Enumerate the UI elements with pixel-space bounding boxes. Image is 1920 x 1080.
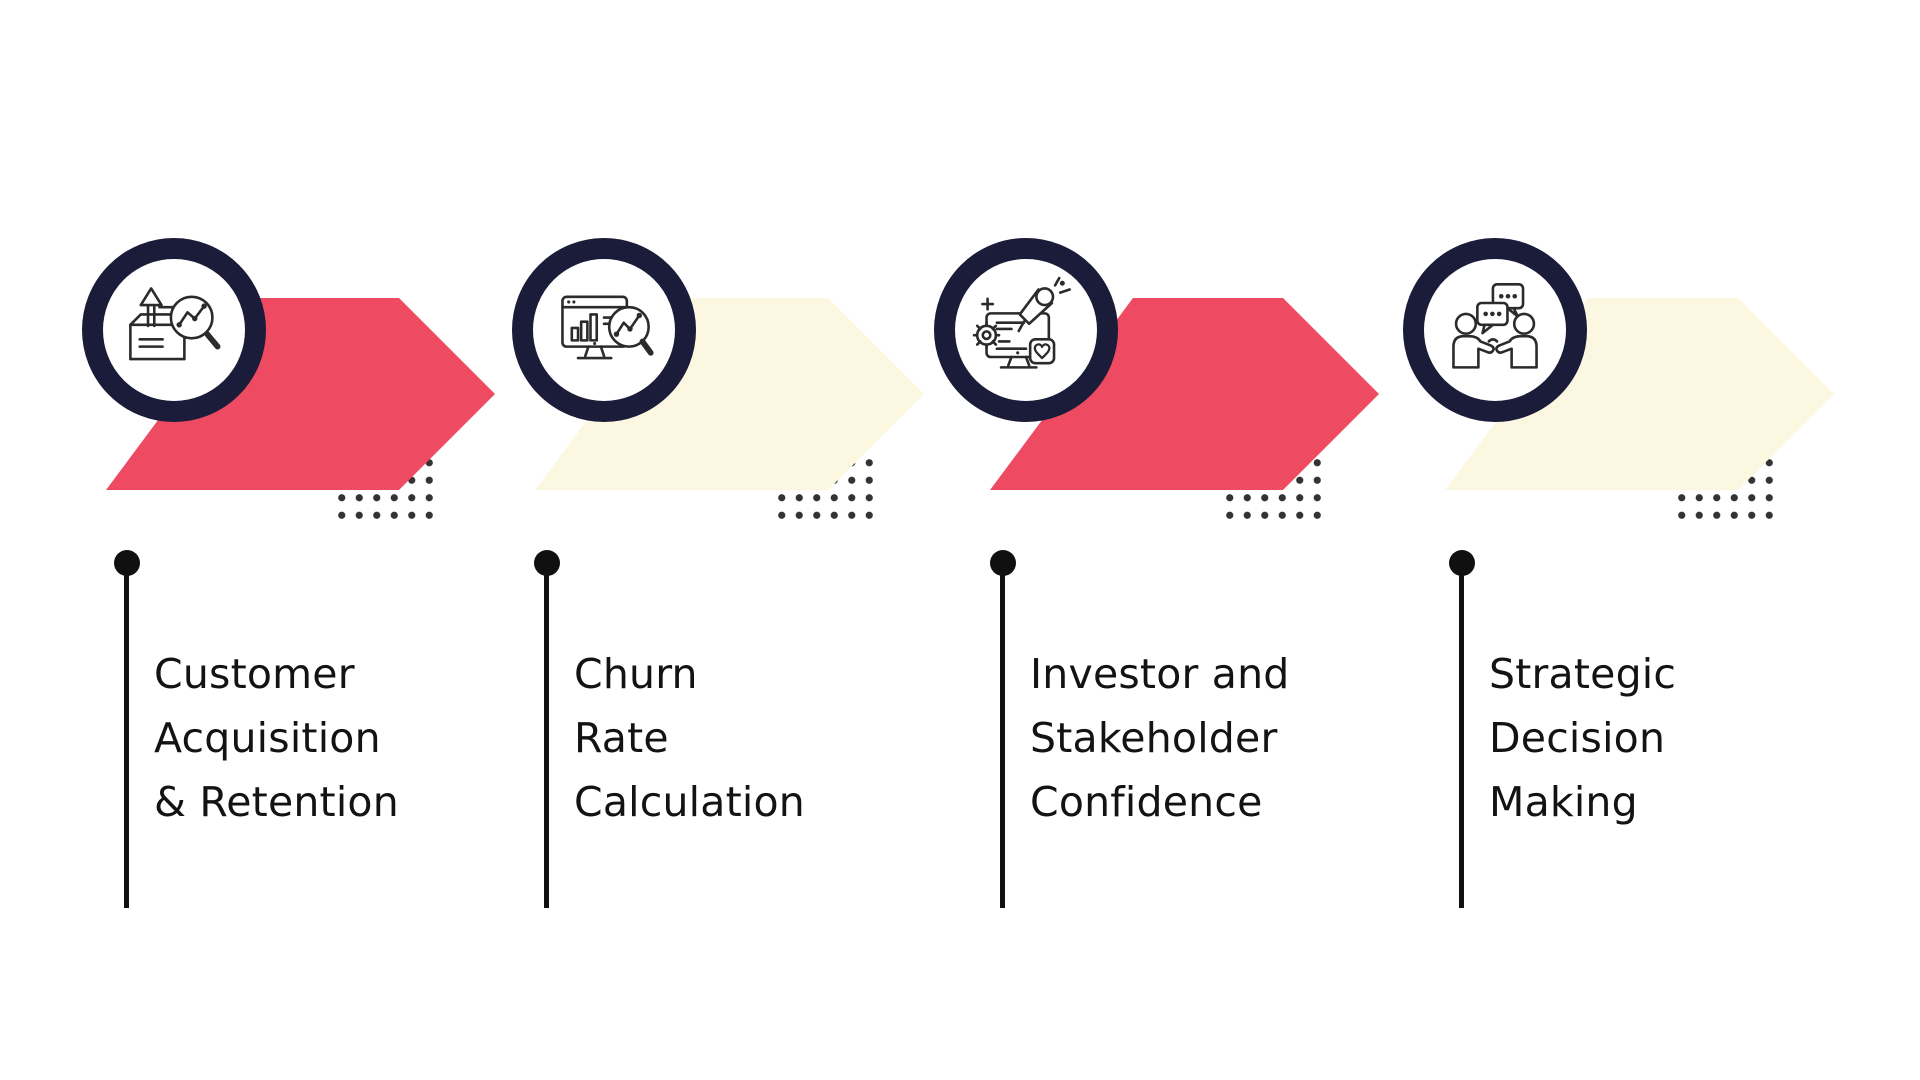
step-label-line: Stakeholder [1030, 714, 1278, 762]
step-icon-badge [934, 238, 1118, 422]
connector-dot [114, 550, 140, 576]
step-label-line: Strategic [1489, 650, 1677, 698]
step-label-line: Churn [574, 650, 698, 698]
step-icon-badge [82, 238, 266, 422]
connector-dot [1449, 550, 1475, 576]
step-icon-badge [1403, 238, 1587, 422]
step-label: Investor and Stakeholder Confidence [1030, 642, 1290, 834]
step-label-line: Acquisition [154, 714, 381, 762]
step-label-line: & Retention [154, 778, 399, 826]
step-label-line: Rate [574, 714, 669, 762]
flow-arrow [990, 298, 1379, 490]
connector-dot [990, 550, 1016, 576]
step-label: Churn Rate Calculation [574, 642, 805, 834]
connector-line [1459, 563, 1464, 908]
connector-dot [534, 550, 560, 576]
connector-line [124, 563, 129, 908]
step-label-line: Confidence [1030, 778, 1263, 826]
flow-arrow [106, 298, 495, 490]
step-label: Customer Acquisition & Retention [154, 642, 399, 834]
step-label-line: Investor and [1030, 650, 1290, 698]
step-label-line: Making [1489, 778, 1638, 826]
dashboard-chart-magnifier-icon [561, 295, 654, 360]
step-label-line: Decision [1489, 714, 1666, 762]
connector-line [544, 563, 549, 908]
step-icon-badge [512, 238, 696, 422]
step-label-line: Customer [154, 650, 355, 698]
people-discussion-icon [1452, 283, 1538, 369]
box-growth-magnifier-icon [129, 287, 221, 361]
connector-line [1000, 563, 1005, 908]
step-label-line: Calculation [574, 778, 805, 826]
step-label: Strategic Decision Making [1489, 642, 1676, 834]
megaphone-monitor-icon [972, 276, 1071, 369]
flow-arrow [535, 298, 924, 490]
flow-arrow [1445, 298, 1834, 490]
